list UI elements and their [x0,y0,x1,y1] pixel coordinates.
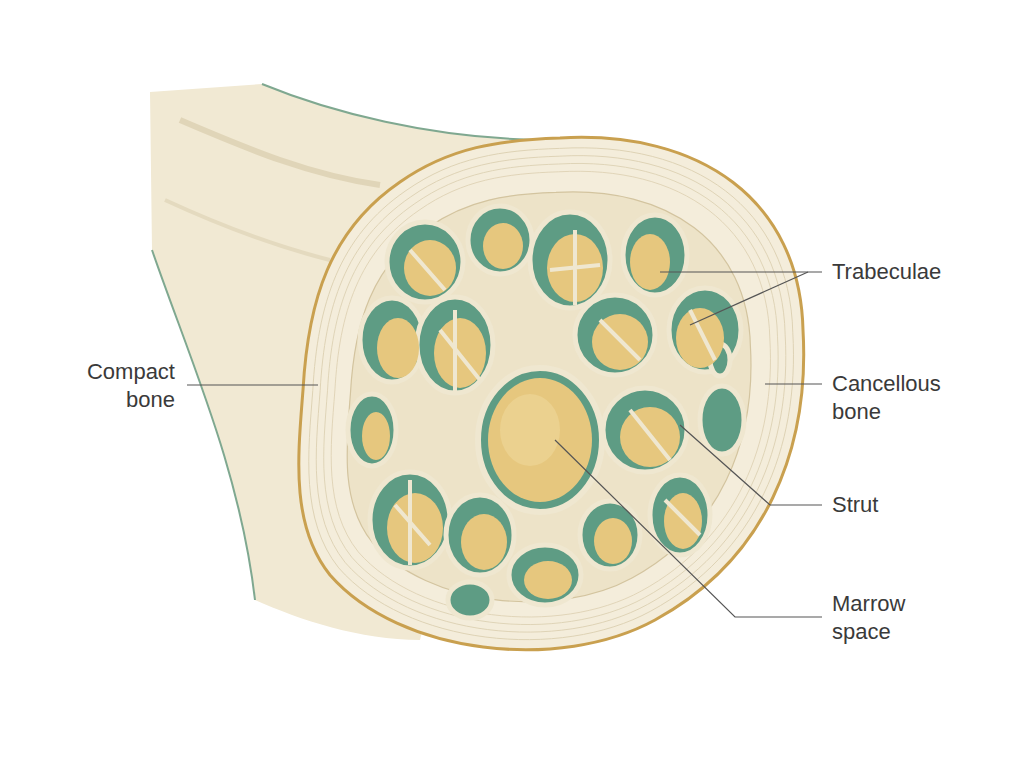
cell [468,206,532,274]
cancellous-bone [347,192,751,602]
leader-line [765,383,822,384]
marrow [594,518,632,564]
cell [387,222,463,302]
marrow-highlight [500,394,560,466]
shaft-shading [165,200,330,260]
leader-line [680,425,822,505]
cell [509,545,581,605]
cell [530,212,610,308]
marrow [630,234,670,290]
marrow-space [488,378,592,502]
leader-lines [187,272,822,617]
compact-bone [299,137,804,649]
leader-line [690,272,808,325]
leader-line [660,271,822,272]
marrow [524,561,572,599]
marrow-fill [362,223,724,599]
leader-line [187,384,318,385]
marrow-space-ring [478,368,602,512]
marrow [362,412,390,460]
shaft-edge [262,84,540,140]
marrow [676,308,724,368]
lamella [309,148,794,640]
cell [580,501,640,569]
shaft-shading [180,120,380,185]
marrow [377,318,419,378]
lamella [331,171,770,617]
lamella [316,156,786,632]
trabeculae [348,206,744,618]
cell [623,215,687,295]
marrow [483,223,523,269]
marrow [461,514,507,570]
cell [348,394,396,466]
part-label: Cancellous bone [832,370,972,425]
cell [360,298,424,382]
lamella [324,163,778,624]
part-label: Trabeculae [832,258,1002,286]
leader-line [555,440,822,617]
part-label: Compact bone [45,358,175,413]
marrow [404,240,456,296]
part-label: Marrow space [832,590,962,645]
struts [395,230,715,565]
cell [446,495,514,575]
shaft-edge [152,250,255,600]
cell [448,582,492,618]
marrow [664,493,702,549]
part-label: Strut [832,491,932,519]
cell [700,386,744,454]
strut [395,230,715,565]
